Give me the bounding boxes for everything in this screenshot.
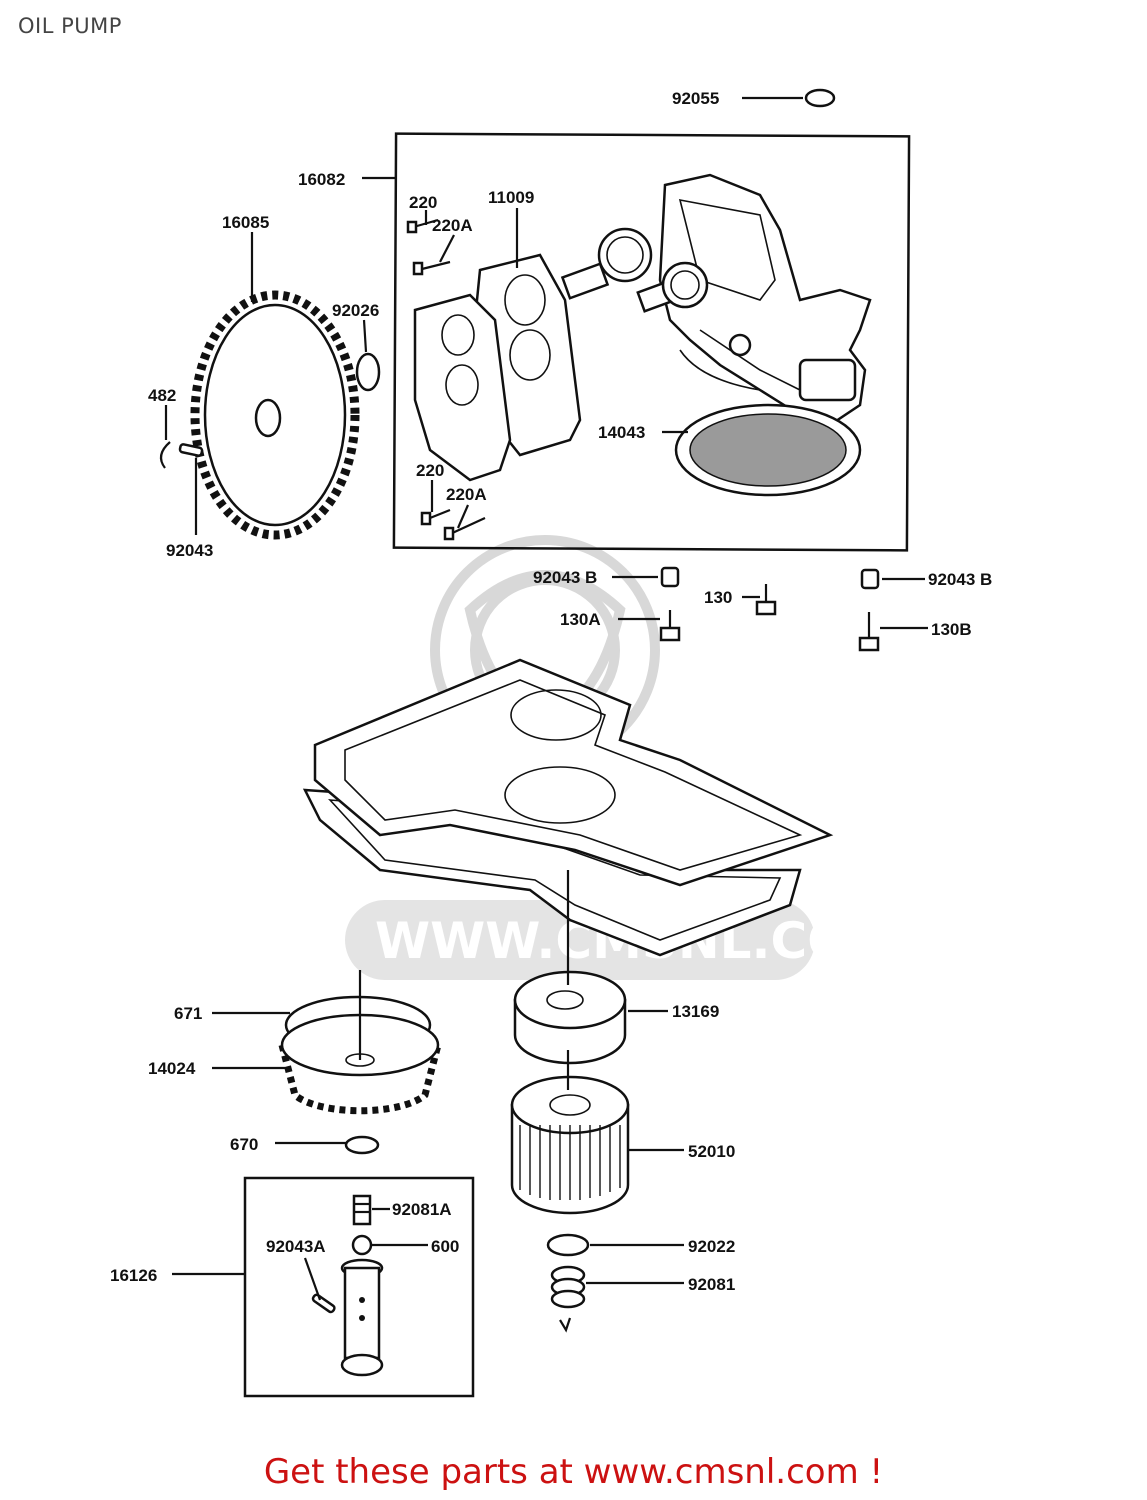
callout-92022: 92022 (688, 1237, 735, 1256)
o-ring-670 (344, 1135, 380, 1155)
callout-600: 600 (431, 1237, 459, 1256)
callout-16126: 16126 (110, 1266, 157, 1285)
washer-92026 (355, 352, 381, 392)
callout-130B: 130B (931, 620, 972, 639)
callout-14024: 14024 (148, 1059, 196, 1078)
parts-diagram: WWW.CMSNL.COM (110, 88, 992, 1398)
page-title: OIL PUMP (18, 14, 122, 38)
callout-92081: 92081 (688, 1275, 735, 1294)
leader-lines (164, 96, 928, 1301)
callout-92026: 92026 (332, 301, 379, 320)
callout-13169: 13169 (672, 1002, 719, 1021)
callout-670: 670 (230, 1135, 258, 1154)
callout-220-bottom: 220 (416, 461, 444, 480)
spring-92081A (352, 1194, 372, 1226)
callout-16085: 16085 (222, 213, 269, 232)
washer-92022 (546, 1233, 590, 1257)
oil-filter-cover (513, 970, 627, 1065)
bolt-130B (858, 612, 880, 652)
pump-gears (560, 227, 709, 313)
callout-16082: 16082 (298, 170, 345, 189)
callout-220-top: 220 (409, 193, 437, 212)
oil-filter-element (510, 1075, 630, 1215)
callout-11009: 11009 (488, 188, 534, 207)
pin-92043A (311, 1293, 336, 1314)
pump-cover (413, 293, 512, 482)
washer-92055 (804, 88, 836, 108)
callout-92043B-right: 92043 B (928, 570, 992, 589)
screws-bottom (420, 508, 486, 541)
pin-92043 (178, 443, 204, 457)
bolt-130A (659, 610, 681, 642)
relief-valve-box (243, 1176, 475, 1398)
callout-671: 671 (174, 1004, 202, 1023)
callout-92043: 92043 (166, 541, 213, 560)
collar-92043B-left (660, 566, 680, 588)
callout-92081A: 92081A (392, 1200, 452, 1219)
footer-link[interactable]: Get these parts at www.cmsnl.com ! (263, 1452, 884, 1492)
ball-600 (351, 1234, 373, 1256)
oil-strainer (674, 403, 862, 497)
relief-valve-body (340, 1258, 384, 1377)
callout-14043: 14043 (598, 423, 645, 442)
callout-92043A: 92043A (266, 1237, 326, 1256)
callout-130A: 130A (560, 610, 601, 629)
callout-92055: 92055 (672, 89, 719, 108)
oil-pan-gasket (313, 658, 834, 887)
circlip-482 (159, 441, 171, 469)
collar-92043B-right (860, 568, 880, 590)
callout-52010: 52010 (688, 1142, 735, 1161)
callout-220A-top: 220A (432, 216, 473, 235)
oil-pump-assembly-box (392, 132, 911, 552)
callout-130: 130 (704, 588, 732, 607)
oil-pump-sprocket (190, 290, 360, 540)
bolt-130 (755, 584, 777, 616)
spring-92081 (550, 1265, 586, 1309)
callout-220A-bottom: 220A (446, 485, 487, 504)
callout-482: 482 (148, 386, 176, 405)
oil-pump-body (658, 173, 872, 427)
screws-top (406, 218, 451, 276)
callout-92043B-left: 92043 B (533, 568, 597, 587)
